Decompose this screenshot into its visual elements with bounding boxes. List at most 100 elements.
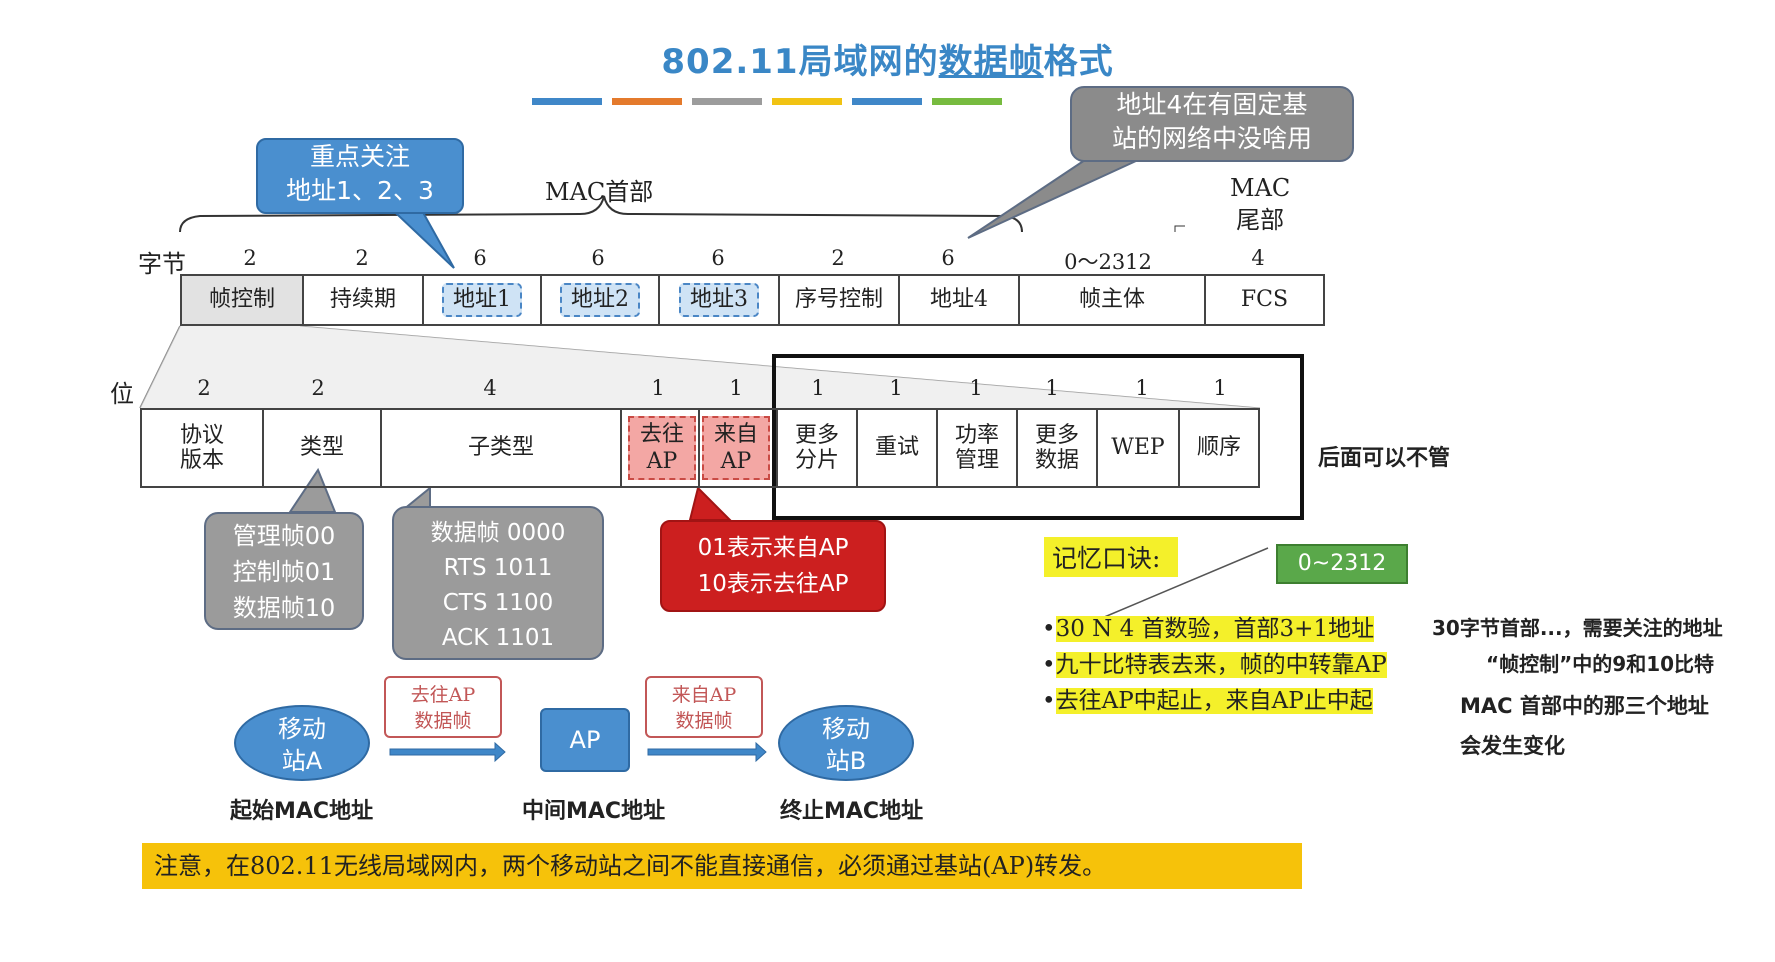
bit-subtype: 子类型 [380,410,620,486]
from-ap-scroll-l1: 来自AP [671,684,737,706]
field-fcs: FCS [1204,276,1323,324]
mac-trailer-bracket [1174,225,1185,232]
label-middle-mac: 中间MAC地址 [522,799,666,824]
mnemonic-line-1: •30 N 4 首数验，首部3+1地址 [1042,616,1375,642]
mnemonic-note-1: 30字节首部...，需要关注的地址 [1432,616,1723,640]
subtype-callout-line2: RTS 1011 [443,555,553,581]
bit-size-3: 4 [483,376,497,400]
mnemonic-line-3-text: 去往AP中起止，来自AP止中起 [1055,688,1373,714]
color-bar-6 [932,98,1002,105]
color-bar-3 [692,98,762,105]
subtype-callout-line4: ACK 1101 [441,625,555,651]
station-b: 移动 站B [778,705,914,781]
bit-to-ap-l2: AP [646,449,678,474]
bit-power-management-l1: 功率 [954,422,999,448]
addr4-callout: 地址4在有固定基 站的网络中没啥用 [1070,86,1354,162]
bit-from-ap-l2: AP [720,449,752,474]
bit-protocol-version: 协议版本 [142,410,262,486]
bit-more-fragments-l1: 更多 [794,422,839,448]
page-title: 802.11局域网的数据帧格式 [0,34,1775,83]
flow-arrow-2 [647,741,767,763]
subtype-callout-line3: CTS 1100 [442,590,554,616]
station-a-l2: 站A [281,747,323,775]
byte-size-5: 6 [711,246,725,270]
bit-protocol-version-l1: 协议 [179,422,224,448]
title-underlined: 数据帧 [938,42,1044,82]
focus-callout-line2: 地址1、2、3 [286,176,434,205]
bit-retry: 重试 [856,410,936,486]
station-a: 移动 站A [234,705,370,781]
mnemonic-note-3: MAC 首部中的那三个地址 [1460,694,1709,718]
to-ap-scroll: 去往AP 数据帧 [384,676,502,738]
bit-from-ap-l1: 来自 [713,421,758,447]
field-duration-label: 持续期 [329,287,396,313]
mac-header-label: MAC首部 [545,178,654,206]
field-sequence-control: 序号控制 [778,276,898,324]
field-address2-label: 地址2 [560,283,640,317]
mnemonic-line-2-text: 九十比特表去来，帧的中转靠AP [1055,652,1387,678]
bit-type-l1: 类型 [299,435,344,461]
ignore-note: 后面可以不管 [1318,446,1451,471]
color-bar-2 [612,98,682,105]
mnemonic-note-2: “帧控制”中的9和10比特 [1486,652,1715,676]
bit-size-4: 1 [651,376,665,400]
to-ap-scroll-l1: 去往AP [410,684,476,706]
mac-frame-fields: 帧控制 持续期 地址1 地址2 地址3 序号控制 地址4 帧主体 FCS [180,274,1325,326]
from-ap-scroll-l2: 数据帧 [675,710,733,732]
mac-trailer-line2: 尾部 [1236,206,1285,234]
bit-protocol-version-l2: 版本 [179,448,224,473]
mnemonic-range-box: 0~2312 [1276,544,1408,584]
bit-size-9: 1 [1045,376,1059,400]
byte-size-6: 2 [831,246,845,270]
mnemonic-note-extra: 会发生变化 [1460,734,1565,758]
bit-retry-l1: 重试 [874,435,919,461]
type-callout-line2: 控制帧01 [232,558,336,586]
ap-callout-line2: 10表示去往AP [697,571,849,597]
bit-power-management-l2: 管理 [954,448,999,473]
bit-to-ap-l1: 去往 [639,421,684,447]
bit-more-fragments-l2: 分片 [794,448,839,473]
addr4-callout-pointer [967,149,1161,239]
field-duration: 持续期 [302,276,422,324]
byte-size-1: 2 [243,246,257,270]
bit-size-11: 1 [1213,376,1227,400]
mnemonic-line-1-text: 30 N 4 首数验，首部3+1地址 [1055,616,1375,642]
byte-size-9: 4 [1251,246,1265,270]
bit-type: 类型 [262,410,380,486]
ap-callout-line1: 01表示来自AP [697,535,849,561]
field-address2: 地址2 [540,276,658,324]
ap-node: AP [540,708,630,772]
field-sequence-control-label: 序号控制 [794,287,883,313]
bit-wep: WEP [1096,410,1178,486]
ap-callout-pointer [688,486,733,521]
subtype-callout-line1: 数据帧 0000 [430,520,566,546]
addr4-callout-line2: 站的网络中没啥用 [1111,124,1312,153]
field-frame-control-label: 帧控制 [208,287,275,313]
station-b-l2: 站B [825,747,867,775]
bit-order-l1: 顺序 [1196,435,1241,461]
bit-wep-l1: WEP [1111,435,1165,461]
byte-size-7: 6 [941,246,955,270]
bit-more-data-l2: 数据 [1034,448,1079,473]
field-address1: 地址1 [422,276,540,324]
field-fcs-label: FCS [1240,287,1289,313]
color-bar-5 [852,98,922,105]
bit-more-data: 更多数据 [1016,410,1096,486]
mac-trailer-label: MAC 尾部 [1230,172,1290,236]
bit-size-6: 1 [811,376,825,400]
byte-size-8: 0～2312 [1064,250,1152,274]
byte-size-4: 6 [591,246,605,270]
field-address1-label: 地址1 [442,283,522,317]
bit-subtype-l1: 子类型 [467,435,534,461]
field-address3-label: 地址3 [679,283,759,317]
field-frame-body: 帧主体 [1018,276,1204,324]
type-callout-line3: 数据帧10 [232,594,336,622]
bit-unit-label: 位 [110,380,134,408]
to-ap-scroll-l2: 数据帧 [414,710,472,732]
field-address4: 地址4 [898,276,1018,324]
bit-size-7: 1 [889,376,903,400]
field-frame-body-label: 帧主体 [1078,287,1145,313]
ignore-frame [772,354,1304,520]
